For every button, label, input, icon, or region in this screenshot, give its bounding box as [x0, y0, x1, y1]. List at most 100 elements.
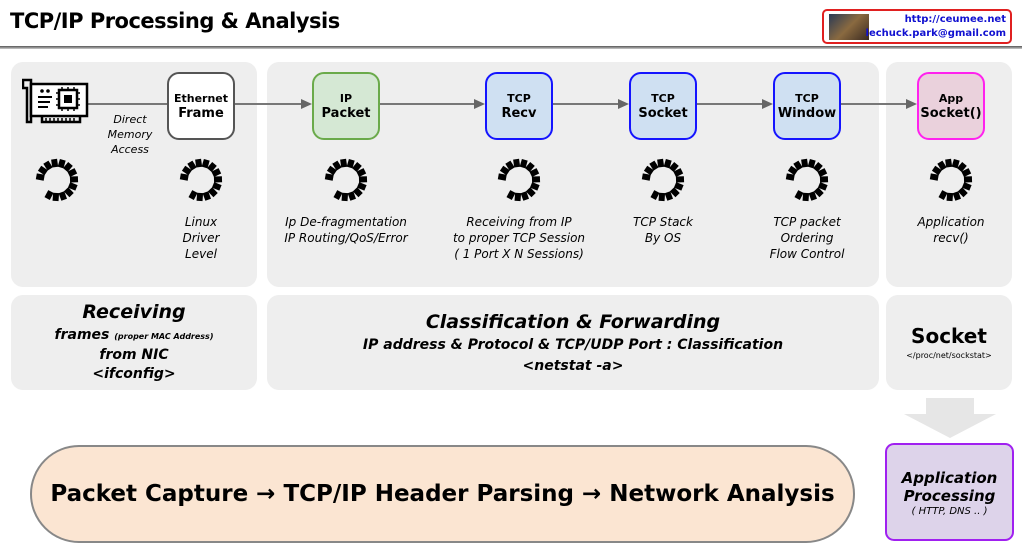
spinner-segment	[929, 173, 939, 181]
spinner-segment	[326, 165, 337, 176]
caption-line: ( 1 Port X N Sessions)	[454, 247, 584, 261]
node-4: TCP Window	[773, 72, 841, 140]
spinner-segment	[813, 187, 824, 198]
app-processing-line1: Application	[901, 469, 998, 487]
spinner-segment	[37, 165, 48, 176]
spinner-segment	[505, 160, 515, 171]
node-line1: IP	[339, 92, 353, 105]
spinner-segment	[499, 165, 510, 176]
spinner-segment	[346, 158, 355, 169]
spinner-segment	[931, 165, 942, 176]
spinner-segment	[961, 168, 972, 177]
spinner-segment	[817, 168, 828, 177]
spinner-segment	[669, 187, 680, 198]
node-line1: TCP	[651, 92, 675, 105]
spinner-segment	[356, 182, 367, 191]
spinner-segment	[187, 160, 197, 171]
author-photo	[829, 14, 869, 40]
spinner-segment	[207, 187, 218, 198]
spinner-segment	[213, 176, 223, 183]
connector-line	[88, 103, 168, 105]
caption-line: Application	[917, 215, 985, 229]
loading-spinner-icon	[785, 158, 829, 202]
spinner-segment	[938, 190, 948, 200]
spinner-segment	[196, 192, 204, 202]
spinner-segment	[664, 191, 674, 201]
spinner-segment	[201, 158, 210, 169]
spinner-segment	[807, 158, 816, 169]
page-title: TCP/IP Processing & Analysis	[10, 9, 340, 33]
node-1: IP Packet	[312, 72, 380, 140]
author-url[interactable]: http://ceumee.net	[904, 14, 1006, 25]
caption-line: Level	[185, 247, 217, 261]
caption-line: TCP packet	[773, 215, 841, 229]
spinner-segment	[358, 176, 368, 183]
node-0: Ethernet Frame	[167, 72, 235, 140]
spinner-segment	[57, 158, 66, 169]
spinner-segment	[819, 176, 829, 183]
spinner-segment	[513, 158, 521, 168]
spinner-segment	[794, 190, 804, 200]
spinner-segment	[520, 191, 530, 201]
spinner-segment	[35, 173, 45, 181]
socket-proc-path: </proc/net/sockstat>	[906, 351, 992, 360]
node-line1: TCP	[795, 92, 819, 105]
application-processing-box: Application Processing ( HTTP, DNS .. )	[885, 443, 1014, 541]
caption-line: Linux	[184, 215, 218, 229]
arrowhead-icon	[762, 99, 773, 109]
spinner-segment	[51, 158, 59, 168]
socket-summary: Socket </proc/net/sockstat>	[886, 295, 1012, 390]
spinner-segment	[641, 173, 651, 181]
receiving-line2: from NIC	[99, 347, 169, 363]
spinner-segment	[785, 173, 795, 181]
connector-line	[553, 103, 618, 105]
spinner-segment	[961, 182, 972, 191]
author-email[interactable]: lechuck.park@gmail.com	[865, 28, 1006, 39]
author-badge: http://ceumee.net lechuck.park@gmail.com	[822, 9, 1012, 44]
classification-line1: IP address & Protocol & TCP/UDP Port : C…	[362, 337, 784, 353]
spinner-segment	[347, 191, 357, 201]
spinner-segment	[643, 165, 654, 176]
spinner-segment	[957, 161, 967, 172]
spinner-segment	[202, 191, 212, 201]
spinner-segment	[179, 173, 189, 181]
connector-line	[380, 103, 474, 105]
spinner-segment	[957, 187, 968, 198]
spinner-segment	[802, 192, 810, 202]
spinner-segment	[44, 190, 54, 200]
spinner-segment	[808, 191, 818, 201]
receiving-title: Receiving	[82, 301, 186, 323]
spinner-segment	[673, 168, 684, 177]
spinner-segment	[497, 173, 507, 181]
spinner-segment	[937, 160, 947, 171]
node-5: App Socket()	[917, 72, 985, 140]
loading-spinner-icon	[35, 158, 79, 202]
spinner-segment	[793, 160, 803, 171]
caption-line	[256, 246, 436, 262]
arrowhead-icon	[301, 99, 312, 109]
arrowhead-icon	[906, 99, 917, 109]
node-line2: Window	[777, 106, 837, 121]
spinner-segment	[506, 190, 516, 200]
node-line2: Socket()	[920, 106, 982, 121]
node-3: TCP Socket	[629, 72, 697, 140]
node-line2: Recv	[501, 106, 537, 121]
node-line2: Socket	[638, 106, 688, 121]
spinner-segment	[529, 168, 540, 177]
receiving-line1-note: (proper MAC Address)	[114, 332, 214, 341]
spinner-segment	[525, 161, 535, 172]
node-2: TCP Recv	[485, 72, 553, 140]
caption-line: Flow Control	[769, 247, 845, 261]
spinner-segment	[356, 168, 367, 177]
spinner-segment	[67, 182, 78, 191]
spinner-segment	[951, 158, 960, 169]
spinner-segment	[341, 192, 349, 202]
spinner-segment	[67, 168, 78, 177]
node-line2: Frame	[178, 106, 224, 121]
caption-line: to proper TCP Session	[452, 231, 586, 245]
caption-line: By OS	[644, 231, 682, 245]
socket-title: Socket	[911, 324, 987, 348]
spinner-segment	[658, 192, 666, 202]
